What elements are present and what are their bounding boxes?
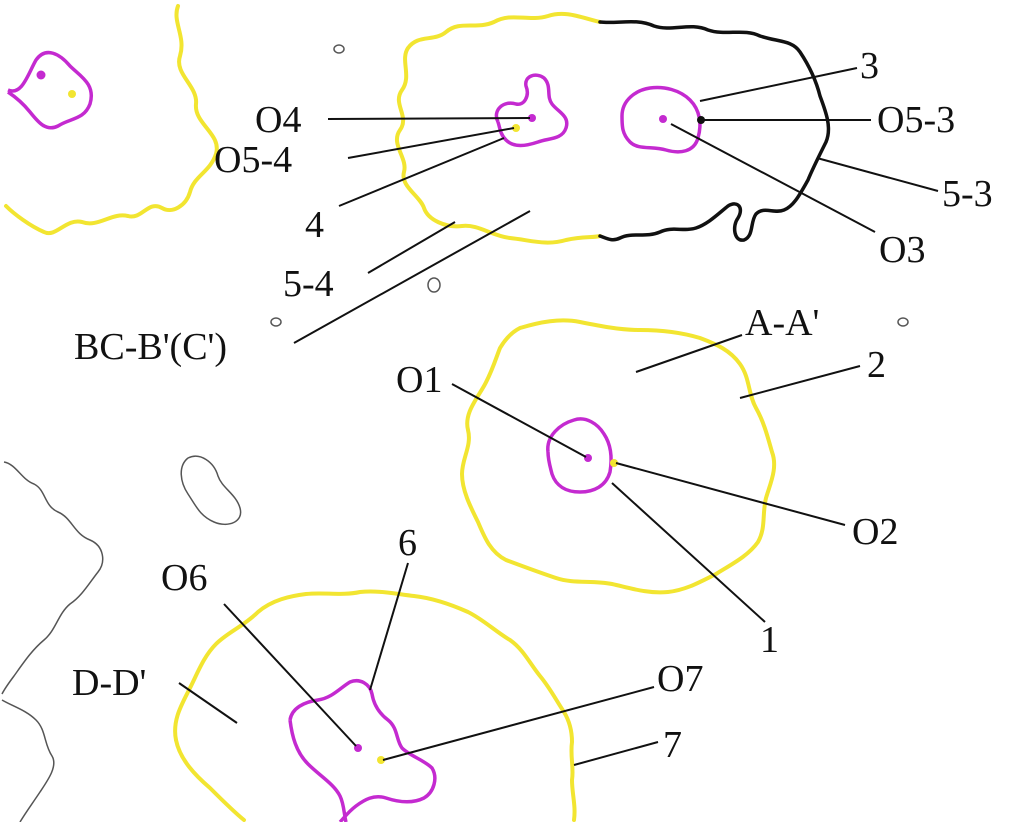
black-point-o5-3 <box>697 116 705 124</box>
leader-dd <box>178 682 238 724</box>
label-o2: O2 <box>852 511 898 553</box>
label-o5-3: O5-3 <box>877 99 955 141</box>
label-5-4: 5-4 <box>283 263 334 305</box>
yellow-point-o7 <box>377 756 385 764</box>
label-bc: BC-B'(C') <box>74 326 227 368</box>
label-o7: O7 <box>657 658 703 700</box>
yellow-contour-d <box>173 589 577 822</box>
leader-7 <box>573 741 659 766</box>
label-o6: O6 <box>161 557 207 599</box>
label-o5-4: O5-4 <box>214 139 292 181</box>
label-o4: O4 <box>255 99 301 141</box>
leader-1 <box>611 482 766 623</box>
leader-5-3 <box>816 157 939 192</box>
yellow-point-o5-4 <box>512 124 520 132</box>
label-4: 4 <box>305 204 324 246</box>
gray-outline-small <box>180 455 242 526</box>
gray-outline-left <box>1 461 104 695</box>
magenta-contour-5-4 <box>494 73 569 148</box>
leader-bc <box>293 210 531 344</box>
yellow-contour-a <box>460 318 777 595</box>
leader-o6 <box>223 603 357 747</box>
leader-4 <box>338 137 505 207</box>
gray-outline-bottom <box>1 699 55 822</box>
black-contour-bc <box>598 19 831 242</box>
leader-aa <box>635 334 743 373</box>
label-6: 6 <box>398 522 417 564</box>
leader-o4 <box>327 117 531 120</box>
leader-2 <box>739 365 861 399</box>
yellow-point-top-left <box>68 90 76 98</box>
label-dd: D-D' <box>72 662 146 704</box>
small-grain-2 <box>427 277 441 293</box>
label-5-3: 5-3 <box>942 173 993 215</box>
leader-6 <box>369 562 409 691</box>
yellow-contour-d-left <box>174 738 246 822</box>
magenta-point-top-left <box>36 70 46 80</box>
small-grain-1 <box>333 44 345 54</box>
magenta-contour-6 <box>288 679 437 822</box>
yellow-point-o2 <box>610 459 618 467</box>
leader-o7 <box>382 686 655 761</box>
yellow-contour-top-left <box>4 4 219 236</box>
magenta-contour-top-left <box>7 50 94 130</box>
yellow-contour-bc <box>394 11 602 245</box>
leader-o2 <box>615 462 846 526</box>
magenta-point-o1 <box>584 454 592 462</box>
leader-o1 <box>451 383 587 458</box>
label-aa: A-A' <box>745 302 819 344</box>
label-o1: O1 <box>396 359 442 401</box>
small-grain-3 <box>270 317 282 327</box>
leader-3 <box>699 67 858 102</box>
magenta-point-o3 <box>659 115 667 123</box>
magenta-point-o4 <box>528 114 536 122</box>
label-3: 3 <box>860 45 879 87</box>
label-o3: O3 <box>879 229 925 271</box>
label-2: 2 <box>867 344 886 386</box>
leader-o5-4 <box>347 127 515 159</box>
leader-o3 <box>670 123 876 233</box>
label-7: 7 <box>663 724 682 766</box>
magenta-contour-1 <box>546 417 613 494</box>
label-1: 1 <box>760 619 779 661</box>
small-grain-4 <box>897 317 909 327</box>
leader-5-4 <box>367 221 456 274</box>
